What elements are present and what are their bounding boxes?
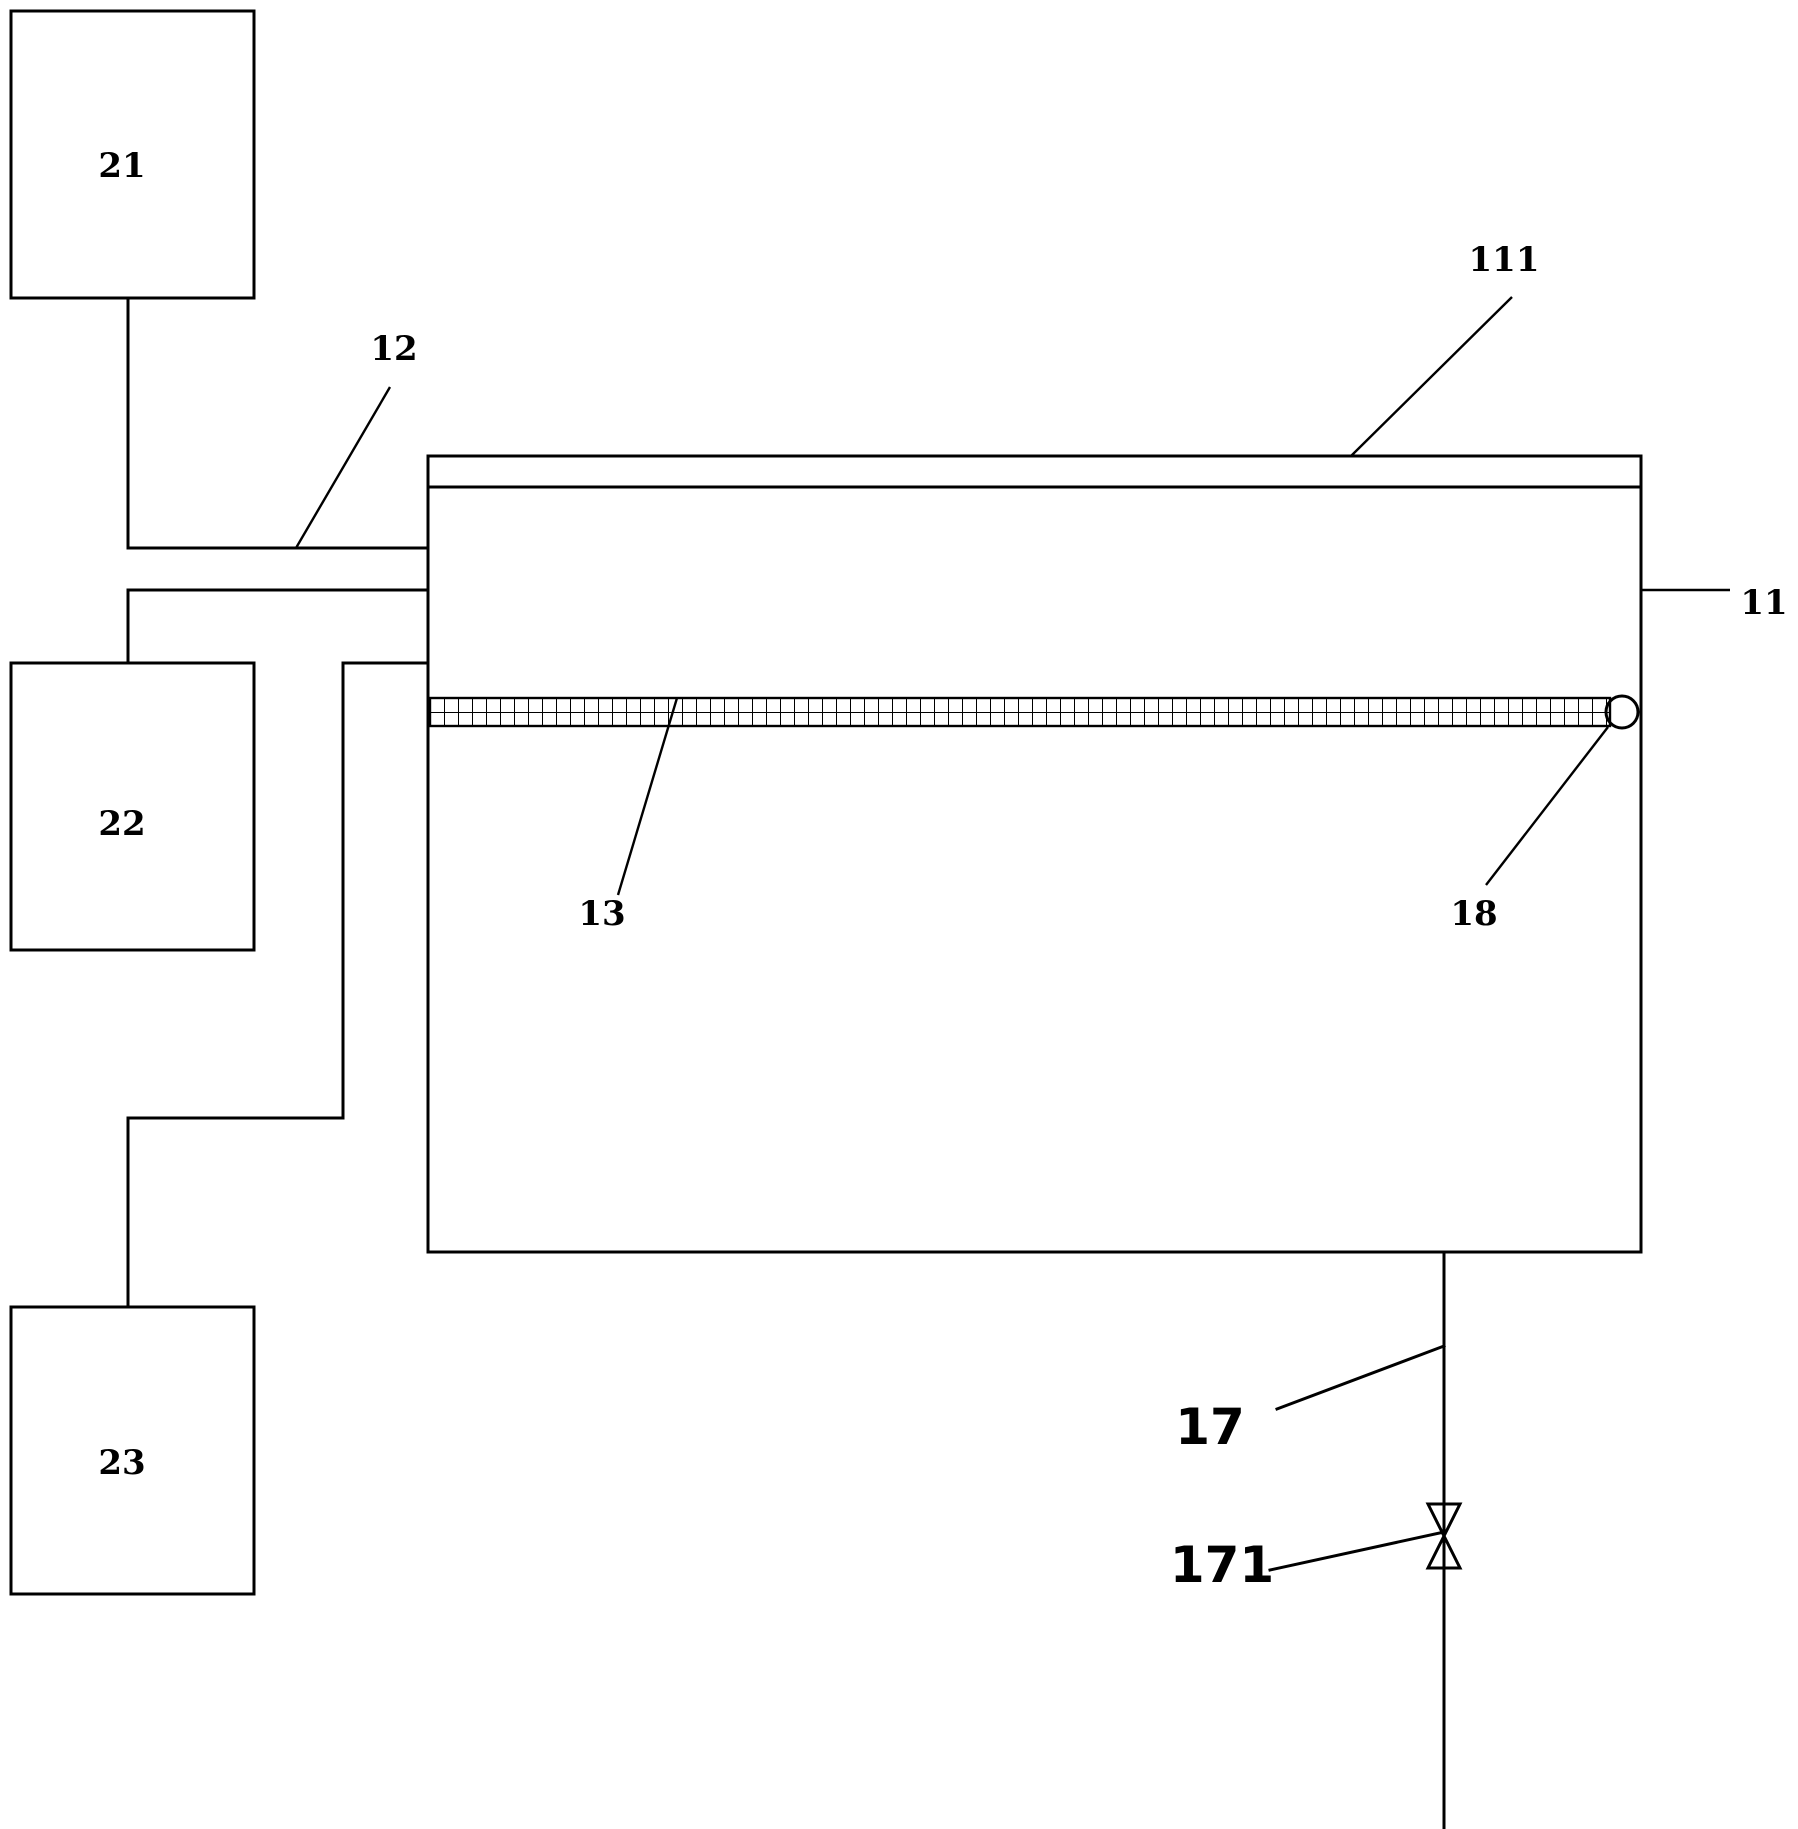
box-21 [9,9,256,300]
label-18: 18 [1450,894,1497,934]
pipe-22-to-tank [126,588,430,665]
leader-17 [1275,1344,1446,1411]
label-22: 22 [98,804,145,844]
leader-18 [1485,726,1609,886]
pipe-21-to-tank [126,296,430,550]
box-22 [9,661,256,952]
leader-111 [1350,296,1513,457]
label-12: 12 [370,329,417,369]
leader-171 [1268,1530,1446,1572]
leader-13 [616,697,679,896]
label-11: 11 [1740,583,1787,623]
label-13: 13 [578,894,625,934]
label-111: 111 [1469,240,1540,280]
leader-12 [294,386,392,549]
label-23: 23 [98,1443,145,1483]
sensor-circle [1604,694,1640,730]
pipe-23-to-tank [126,661,430,1309]
label-21: 21 [98,146,145,186]
label-171: 171 [1170,1536,1274,1594]
label-17: 17 [1175,1398,1245,1456]
box-23 [9,1305,256,1596]
tank-body [426,454,1643,1254]
valve-icon [1425,1502,1463,1570]
mesh-screen [428,696,1612,728]
